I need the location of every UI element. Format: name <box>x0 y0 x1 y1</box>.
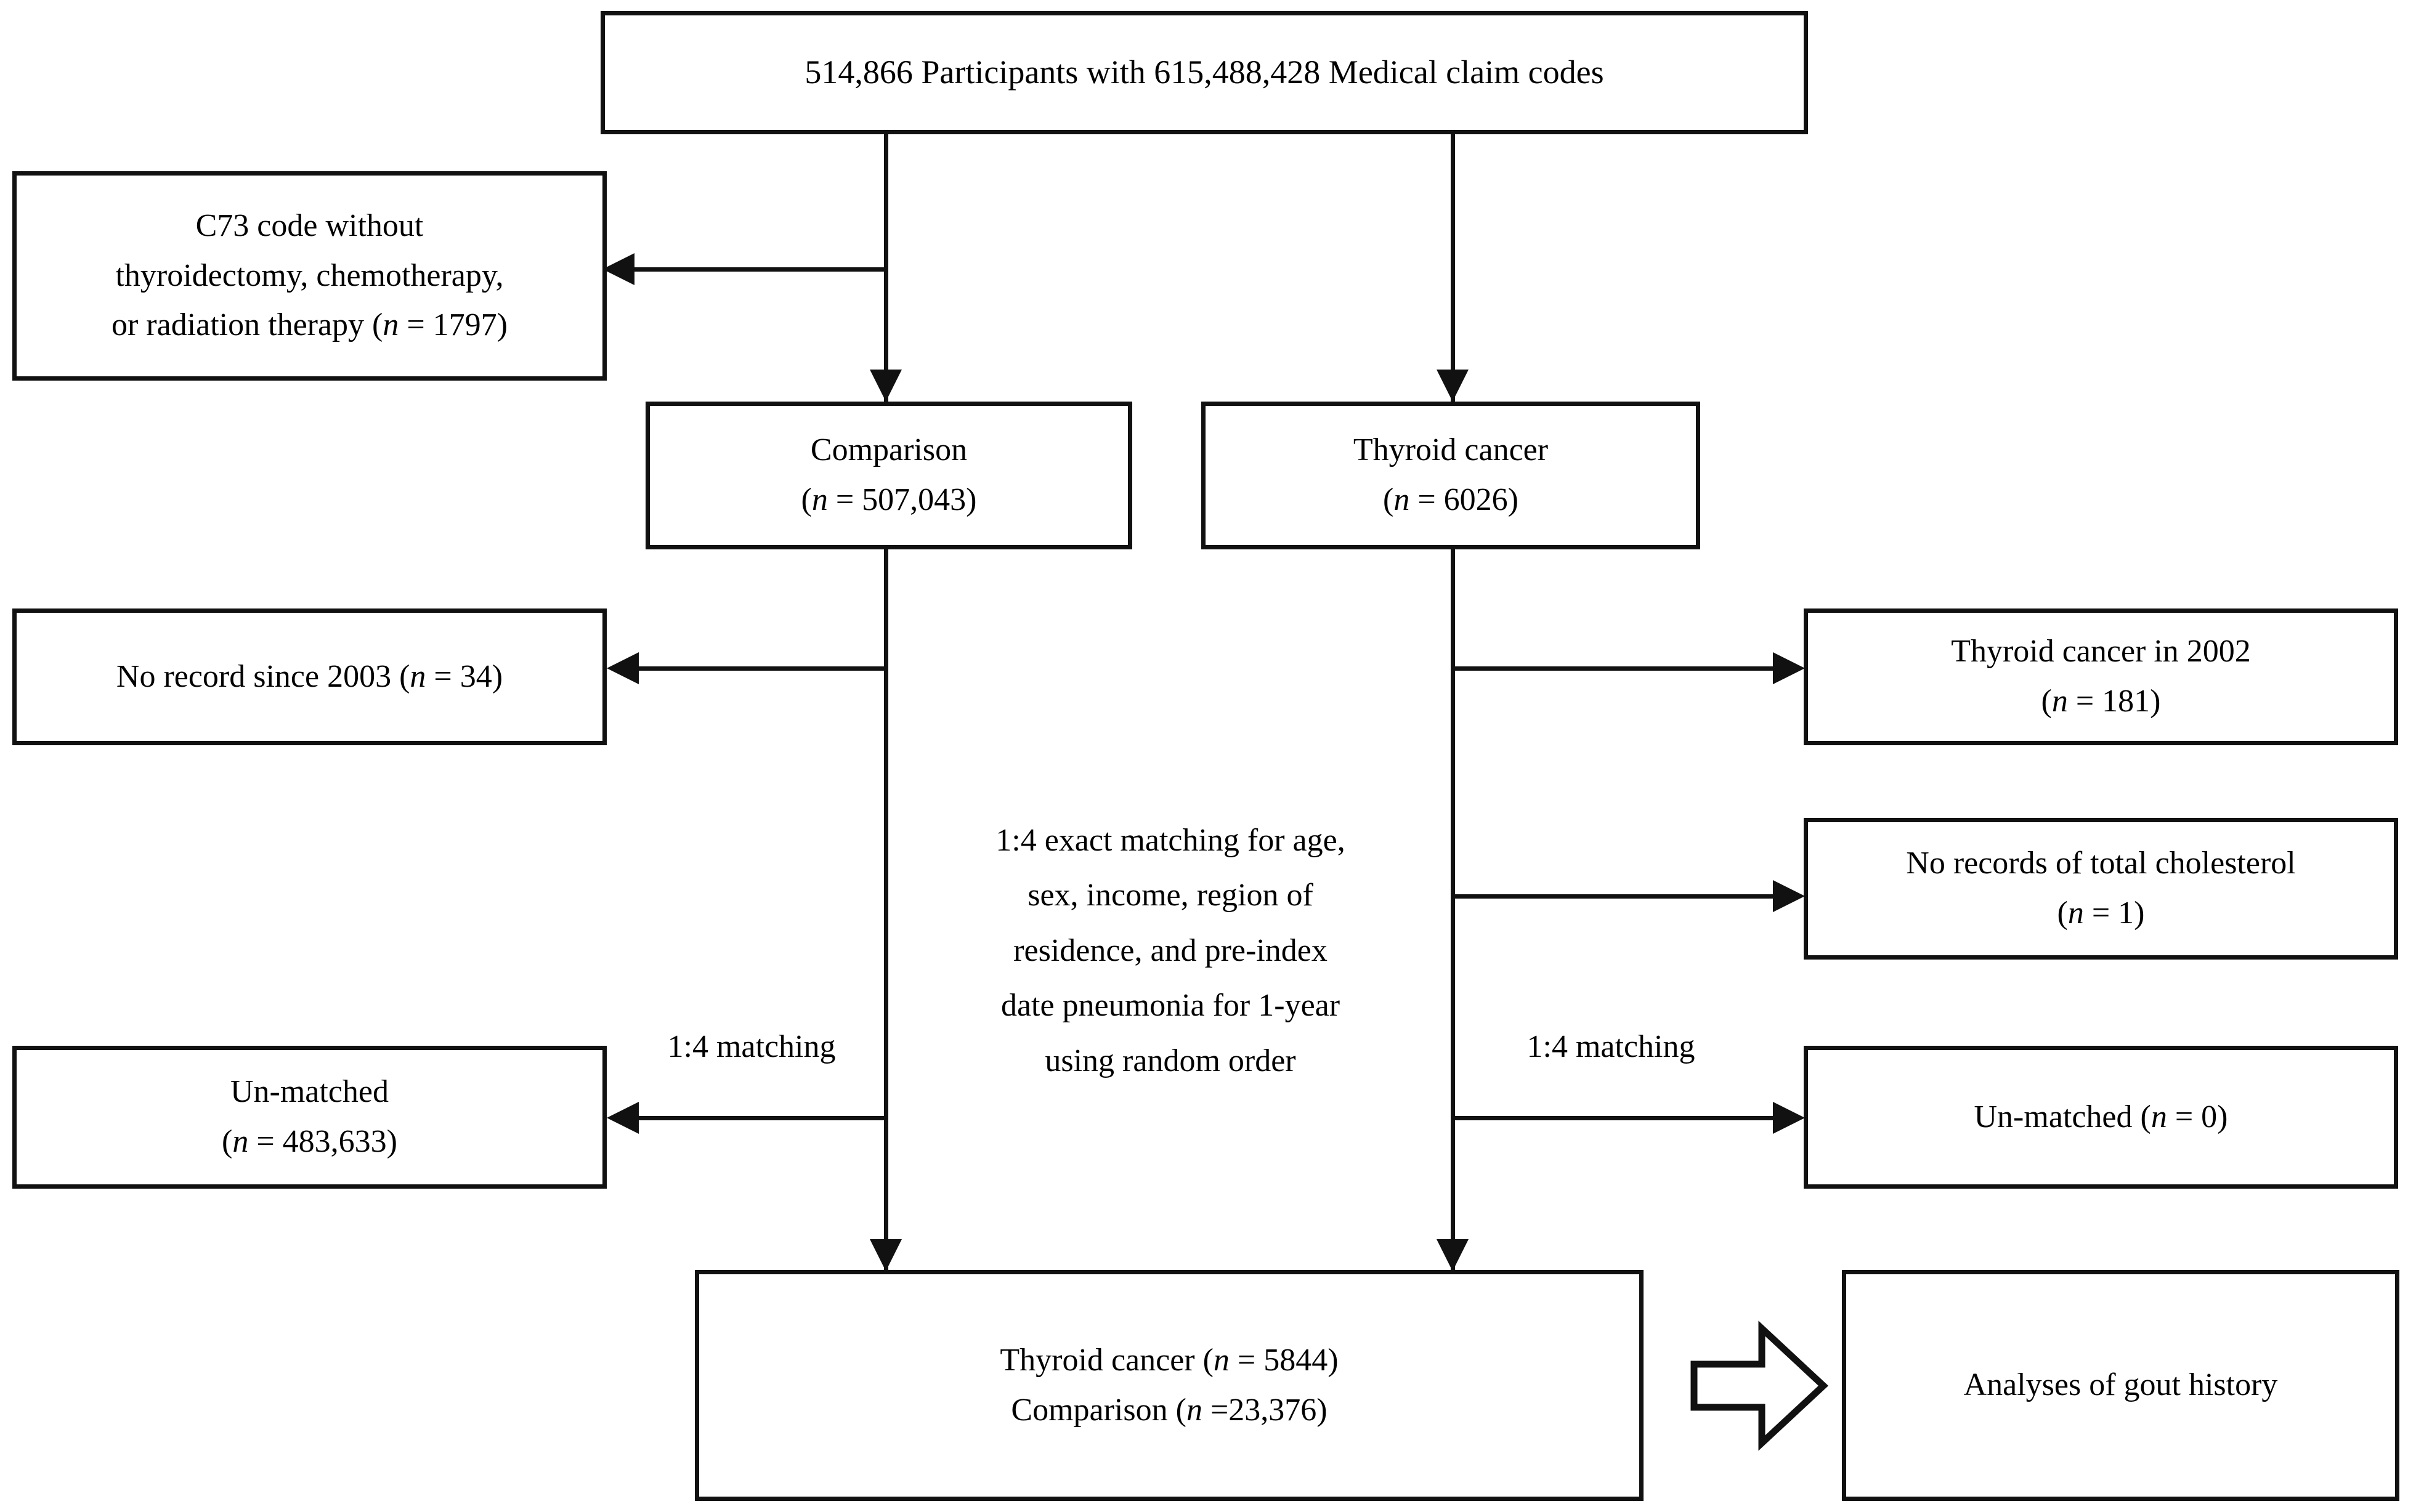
annotation-matching-label-left: 1:4 matching <box>667 1029 836 1064</box>
connector-to-thyroid-2002 <box>1453 666 1773 671</box>
node-exclusion-c73-line3-pre: or radiation therapy ( <box>111 307 383 343</box>
node-unmatched-comparison-line2-post: = 483,633) <box>248 1124 397 1159</box>
connector-right-trunk <box>1451 132 1455 1272</box>
arrowhead-to-unmatched-right <box>1773 1102 1805 1134</box>
node-comparison-line2-pre: ( <box>801 482 812 517</box>
node-comparison-line2-post: = 507,043) <box>827 482 977 517</box>
node-exclusion-no-record-2003-line1: No record since 2003 (n = 34) <box>116 652 503 702</box>
node-final-cohort-line1: Thyroid cancer (n = 5844) <box>1000 1336 1338 1386</box>
n-symbol: n <box>1393 482 1410 517</box>
connector-to-c73-exclusion <box>634 267 887 272</box>
node-thyroid-cancer: Thyroid cancer (n = 6026) <box>1201 402 1700 549</box>
node-exclusion-c73: C73 code without thyroidectomy, chemothe… <box>12 171 607 381</box>
n-symbol: n <box>2051 684 2068 719</box>
node-source-population-label: 514,866 Participants with 615,488,428 Me… <box>805 54 1604 91</box>
node-exclusion-no-record-2003: No record since 2003 (n = 34) <box>12 608 607 745</box>
node-exclusion-c73-line3: or radiation therapy (n = 1797) <box>111 301 508 350</box>
annotation-matching-criteria-line4: date pneumonia for 1-year <box>1000 988 1340 1024</box>
arrowhead-to-no-record <box>607 652 639 684</box>
node-final-cohort-line2: Comparison (n =23,376) <box>1011 1386 1327 1436</box>
node-final-cohort: Thyroid cancer (n = 5844) Comparison (n … <box>695 1270 1644 1501</box>
arrowhead-to-no-cholesterol <box>1773 880 1805 912</box>
node-source-population: 514,866 Participants with 615,488,428 Me… <box>601 11 1808 134</box>
connector-to-unmatched-right <box>1453 1116 1773 1120</box>
n-symbol: n <box>2067 895 2084 931</box>
node-exclusion-thyroid-2002-line2-post: = 181) <box>2067 684 2161 719</box>
node-comparison-line1: Comparison <box>810 432 968 468</box>
n-symbol: n <box>2150 1099 2167 1134</box>
node-analyses-gout-history: Analyses of gout history <box>1842 1270 2399 1501</box>
connector-to-no-cholesterol <box>1453 894 1773 899</box>
node-final-cohort-line1-pre: Thyroid cancer ( <box>1000 1342 1214 1378</box>
node-exclusion-thyroid-2002-line1: Thyroid cancer in 2002 <box>1951 634 2251 669</box>
n-symbol: n <box>410 658 426 694</box>
node-exclusion-no-cholesterol-line2-pre: ( <box>2057 895 2068 931</box>
node-comparison: Comparison (n = 507,043) <box>646 402 1132 549</box>
arrowhead-to-final-left <box>870 1239 902 1271</box>
node-exclusion-c73-line2: thyroidectomy, chemotherapy, <box>115 257 504 293</box>
node-unmatched-comparison-line2-pre: ( <box>222 1124 233 1159</box>
arrowhead-to-final-right <box>1437 1239 1469 1271</box>
arrowhead-to-comparison <box>870 370 902 402</box>
arrowhead-to-c73-exclusion <box>602 253 634 285</box>
node-exclusion-no-record-2003-pre: No record since 2003 ( <box>116 658 410 694</box>
annotation-matching-criteria-line5: using random order <box>1045 1043 1296 1078</box>
node-unmatched-comparison-line1: Un-matched <box>230 1074 389 1110</box>
node-exclusion-no-record-2003-post: = 34) <box>426 658 503 694</box>
block-arrow-right-icon <box>1688 1315 1830 1457</box>
annotation-matching-criteria-line3: residence, and pre-index <box>1013 932 1328 968</box>
node-thyroid-cancer-line2-post: = 6026) <box>1409 482 1518 517</box>
node-comparison-line2: (n = 507,043) <box>801 475 977 525</box>
node-final-cohort-line2-post: =23,376) <box>1202 1392 1328 1428</box>
n-symbol: n <box>232 1124 249 1159</box>
node-final-cohort-line2-pre: Comparison ( <box>1011 1392 1186 1428</box>
n-symbol: n <box>1186 1392 1202 1428</box>
node-unmatched-thyroid-post: = 0) <box>2167 1099 2228 1134</box>
node-unmatched-comparison-line2: (n = 483,633) <box>222 1117 397 1167</box>
annotation-matching-criteria: 1:4 exact matching for age, sex, income,… <box>893 813 1448 1088</box>
node-thyroid-cancer-line2: (n = 6026) <box>1383 475 1518 525</box>
node-unmatched-thyroid-line1: Un-matched (n = 0) <box>1974 1093 2228 1142</box>
n-symbol: n <box>811 482 828 517</box>
connector-to-no-record <box>639 666 887 671</box>
annotation-matching-criteria-line2: sex, income, region of <box>1028 878 1313 913</box>
node-exclusion-no-cholesterol-line1: No records of total cholesterol <box>1906 846 2296 881</box>
node-thyroid-cancer-line1: Thyroid cancer <box>1353 432 1549 468</box>
connector-left-trunk <box>884 132 888 1272</box>
node-exclusion-no-cholesterol: No records of total cholesterol (n = 1) <box>1804 818 2398 960</box>
node-unmatched-comparison: Un-matched (n = 483,633) <box>12 1046 607 1189</box>
arrowhead-to-thyroid-2002 <box>1773 652 1805 684</box>
node-thyroid-cancer-line2-pre: ( <box>1383 482 1394 517</box>
annotation-matching-label-right: 1:4 matching <box>1526 1029 1695 1064</box>
node-exclusion-no-cholesterol-line2-post: = 1) <box>2083 895 2145 931</box>
node-exclusion-c73-line1: C73 code without <box>195 208 424 244</box>
n-symbol: n <box>1213 1342 1230 1378</box>
annotation-matching-criteria-line1: 1:4 exact matching for age, <box>995 823 1345 858</box>
node-exclusion-thyroid-2002-line2-pre: ( <box>2041 684 2052 719</box>
n-symbol: n <box>383 307 399 343</box>
connector-to-unmatched-left <box>639 1116 887 1120</box>
node-unmatched-thyroid-pre: Un-matched ( <box>1974 1099 2151 1134</box>
node-final-cohort-line1-post: = 5844) <box>1229 1342 1339 1378</box>
node-exclusion-thyroid-2002: Thyroid cancer in 2002 (n = 181) <box>1804 608 2398 745</box>
arrowhead-to-thyroid-cancer <box>1437 370 1469 402</box>
arrowhead-to-unmatched-left <box>607 1102 639 1134</box>
node-exclusion-c73-line3-post: = 1797) <box>399 307 508 343</box>
node-exclusion-thyroid-2002-line2: (n = 181) <box>2041 677 2161 727</box>
node-unmatched-thyroid: Un-matched (n = 0) <box>1804 1046 2398 1189</box>
node-exclusion-no-cholesterol-line2: (n = 1) <box>2057 889 2145 939</box>
node-analyses-gout-history-label: Analyses of gout history <box>1963 1367 2278 1403</box>
